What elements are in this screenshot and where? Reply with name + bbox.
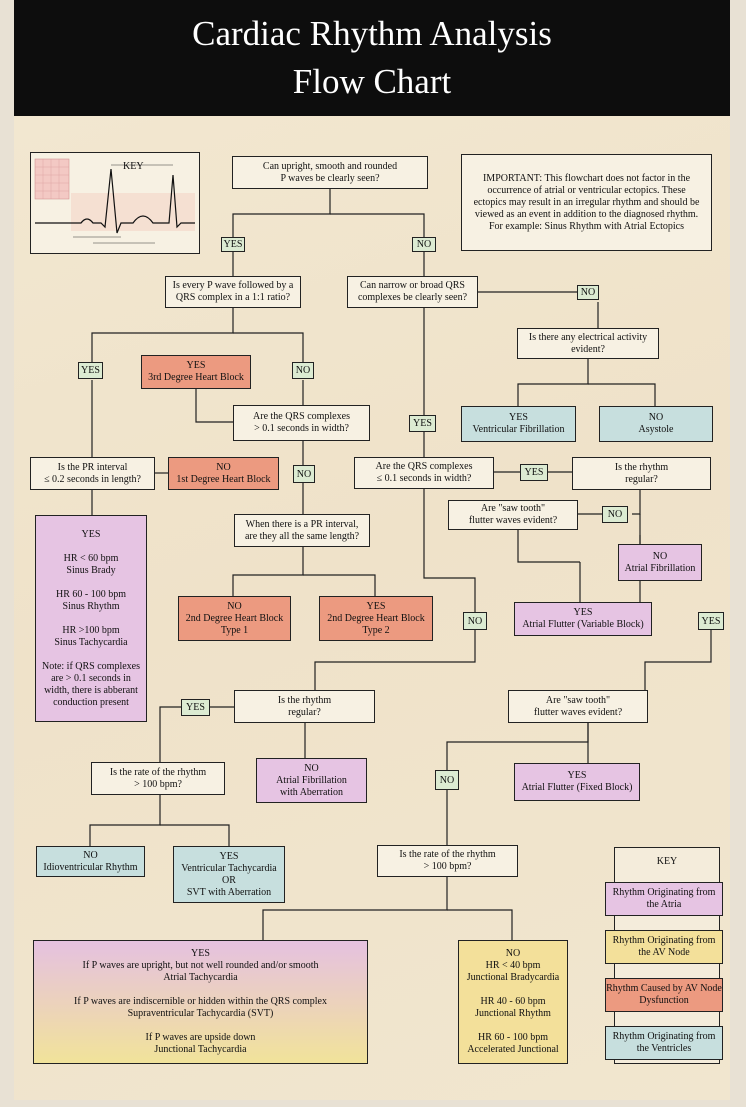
page-subtitle: Flow Chart <box>292 62 452 101</box>
tag-no: NO <box>292 362 314 379</box>
question-every-p: Is every P wave followed by a QRS comple… <box>165 276 301 308</box>
result-flutter-variable: YES Atrial Flutter (Variable Block) <box>514 602 652 636</box>
tag-yes: YES <box>181 699 210 716</box>
tag-yes: YES <box>221 237 245 252</box>
tag-no: NO <box>412 237 436 252</box>
question-qrs-narrow: Are the QRS complexes ≤ 0.1 seconds in w… <box>354 457 494 489</box>
tag-no: NO <box>435 770 459 790</box>
question-pwaves: Can upright, smooth and rounded P waves … <box>232 156 428 189</box>
title-bar: Cardiac Rhythm Analysis Flow Chart <box>14 0 730 116</box>
result-ventricular-fibrillation: YES Ventricular Fibrillation <box>461 406 576 442</box>
important-note: IMPORTANT: This flowchart does not facto… <box>461 154 712 251</box>
question-sawtooth-regular: Are "saw tooth" flutter waves evident? <box>508 690 648 723</box>
question-rhythm-regular-right: Is the rhythm regular? <box>572 457 711 490</box>
result-3rd-degree-block: YES 3rd Degree Heart Block <box>141 355 251 389</box>
result-flutter-fixed: YES Atrial Flutter (Fixed Block) <box>514 763 640 801</box>
tag-yes: YES <box>698 612 724 630</box>
ecg-waveform-icon <box>34 158 195 244</box>
result-2nd-degree-type1: NO 2nd Degree Heart Block Type 1 <box>178 596 291 641</box>
tag-no: NO <box>293 465 315 483</box>
legend-item-av-dysfunction: Rhythm Caused by AV Node Dysfunction <box>605 978 723 1012</box>
color-legend: KEY Rhythm Originating from the Atria Rh… <box>605 847 723 1064</box>
question-sawtooth-irregular: Are "saw tooth" flutter waves evident? <box>448 500 578 530</box>
question-rate-left: Is the rate of the rhythm > 100 bpm? <box>91 762 225 795</box>
tag-no: NO <box>463 612 487 630</box>
result-afib-aberration: NO Atrial Fibrillation with Aberration <box>256 758 367 803</box>
page-title: Cardiac Rhythm Analysis <box>192 14 552 53</box>
question-qrs-wide: Are the QRS complexes > 0.1 seconds in w… <box>233 405 370 441</box>
legend-item-ventricles: Rhythm Originating from the Ventricles <box>605 1026 723 1060</box>
question-pr-interval: Is the PR interval ≤ 0.2 seconds in leng… <box>30 457 155 490</box>
question-pr-same-length: When there is a PR interval, are they al… <box>234 514 370 547</box>
result-supraventricular-tachycardias: YES If P waves are upright, but not well… <box>33 940 368 1064</box>
tag-no: NO <box>577 285 599 300</box>
legend-item-atria: Rhythm Originating from the Atria <box>605 882 723 916</box>
legend-title: KEY <box>656 856 678 867</box>
result-sinus-rhythms: YES HR < 60 bpm Sinus Brady HR 60 - 100 … <box>35 515 147 722</box>
tag-yes: YES <box>409 415 436 432</box>
legend-item-av-node: Rhythm Originating from the AV Node <box>605 930 723 964</box>
tag-no: NO <box>602 506 628 523</box>
question-rhythm-regular-left: Is the rhythm regular? <box>234 690 375 723</box>
result-asystole: NO Asystole <box>599 406 713 442</box>
question-rate-right: Is the rate of the rhythm > 100 bpm? <box>377 845 518 877</box>
ecg-key-diagram: KEY <box>30 152 200 254</box>
question-electrical-activity: Is there any electrical activity evident… <box>517 328 659 359</box>
tag-yes: YES <box>520 464 548 481</box>
result-junctional-rhythms: NO HR < 40 bpm Junctional Bradycardia HR… <box>458 940 568 1064</box>
result-atrial-fibrillation: NO Atrial Fibrillation <box>618 544 702 581</box>
key-label: KEY <box>123 161 144 172</box>
result-2nd-degree-type2: YES 2nd Degree Heart Block Type 2 <box>319 596 433 641</box>
question-narrow-broad: Can narrow or broad QRS complexes be cle… <box>347 276 478 308</box>
result-1st-degree-block: NO 1st Degree Heart Block <box>168 457 279 490</box>
result-vtach: YES Ventricular Tachycardia OR SVT with … <box>173 846 285 903</box>
result-idioventricular: NO Idioventricular Rhythm <box>36 846 145 877</box>
tag-yes: YES <box>78 362 103 379</box>
